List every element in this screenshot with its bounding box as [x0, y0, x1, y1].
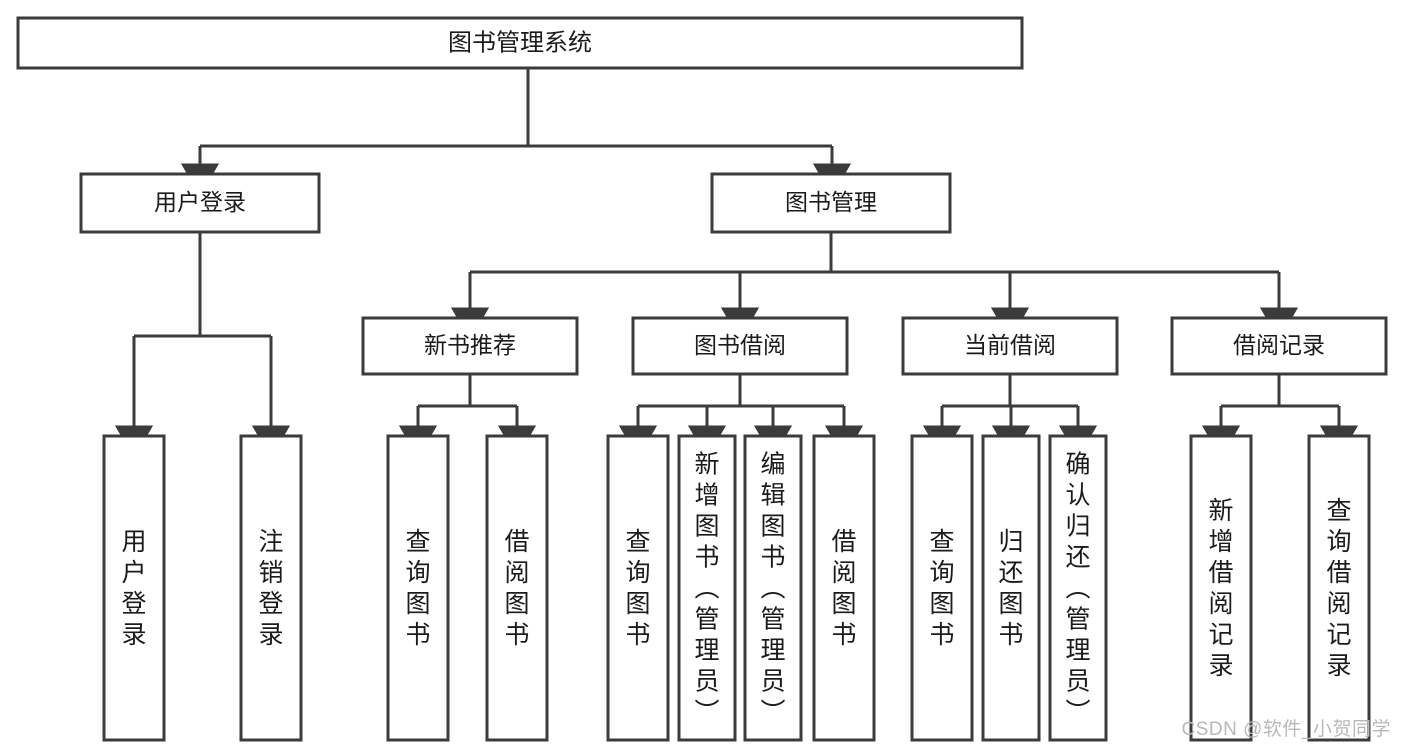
leaf-node-label: 确认归还︵管理员︶	[1065, 451, 1090, 727]
leaf-node[interactable]: 确认归还︵管理员︶	[1048, 434, 1108, 742]
connector-newbook-to-leaves	[398, 374, 537, 459]
node-book-borrow-label: 图书借阅	[694, 332, 786, 358]
node-root-label: 图书管理系统	[448, 29, 592, 56]
leaf-node-label: 新增图书︵管理员︶	[694, 451, 719, 727]
connector-currentborrow-to-leaves	[922, 374, 1098, 459]
leaf-node-layer: 用户登录 注销登录 查询图书 借阅图书 查询图书 新增图书︵管理员︶ 编辑图书︵管理员︶ 借阅…	[102, 434, 1371, 742]
watermark-text: CSDN @软件_小贺同学	[1181, 719, 1391, 740]
leaf-node[interactable]: 查询图书	[386, 434, 450, 742]
node-root[interactable]: 图书管理系统	[16, 16, 1024, 70]
node-user-login[interactable]: 用户登录	[79, 172, 321, 234]
node-borrow-record[interactable]: 借阅记录	[1170, 316, 1388, 376]
leaf-node[interactable]: 查询图书	[606, 434, 670, 742]
leaf-node[interactable]: 新增图书︵管理员︶	[677, 434, 737, 742]
leaf-node[interactable]: 查询借阅记录	[1307, 434, 1371, 742]
leaf-node-label: 编辑图书︵管理员︶	[760, 451, 785, 727]
node-book-manage[interactable]: 图书管理	[710, 172, 952, 234]
connector-borrowrecord-to-leaves	[1201, 374, 1359, 459]
node-book-manage-label: 图书管理	[785, 189, 877, 215]
leaf-node-label: 查询图书	[405, 528, 430, 649]
node-user-login-label: 用户登录	[154, 189, 246, 215]
leaf-node[interactable]: 注销登录	[239, 434, 303, 742]
leaf-node-label: 用户登录	[121, 528, 146, 649]
leaf-node[interactable]: 借阅图书	[812, 434, 876, 742]
node-current-borrow-label: 当前借阅	[964, 332, 1056, 358]
leaf-node[interactable]: 编辑图书︵管理员︶	[743, 434, 803, 742]
leaf-node[interactable]: 新增借阅记录	[1189, 434, 1253, 742]
connector-bookborrow-to-leaves	[618, 374, 864, 459]
connector-root-to-level2	[180, 68, 852, 197]
node-new-book-recommend[interactable]: 新书推荐	[361, 316, 579, 376]
node-book-borrow[interactable]: 图书借阅	[631, 316, 849, 376]
leaf-node-label: 新增借阅记录	[1208, 497, 1233, 680]
connector-userlogin-to-leaves	[114, 232, 291, 459]
leaf-node-label: 借阅图书	[504, 528, 529, 649]
leaf-node[interactable]: 归还图书	[981, 434, 1041, 742]
leaf-node-label: 查询借阅记录	[1326, 497, 1351, 680]
leaf-node-label: 查询图书	[625, 528, 650, 649]
leaf-node-label: 查询图书	[929, 528, 954, 649]
leaf-node[interactable]: 查询图书	[910, 434, 974, 742]
node-new-book-recommend-label: 新书推荐	[424, 332, 516, 358]
node-borrow-record-label: 借阅记录	[1233, 332, 1325, 358]
leaf-node[interactable]: 借阅图书	[485, 434, 549, 742]
connector-bookmanage-to-level3	[450, 232, 1299, 341]
node-current-borrow[interactable]: 当前借阅	[901, 316, 1119, 376]
leaf-node-label: 借阅图书	[831, 528, 856, 649]
leaf-node-label: 归还图书	[998, 528, 1023, 649]
leaf-node-label: 注销登录	[258, 528, 283, 649]
leaf-node[interactable]: 用户登录	[102, 434, 166, 742]
